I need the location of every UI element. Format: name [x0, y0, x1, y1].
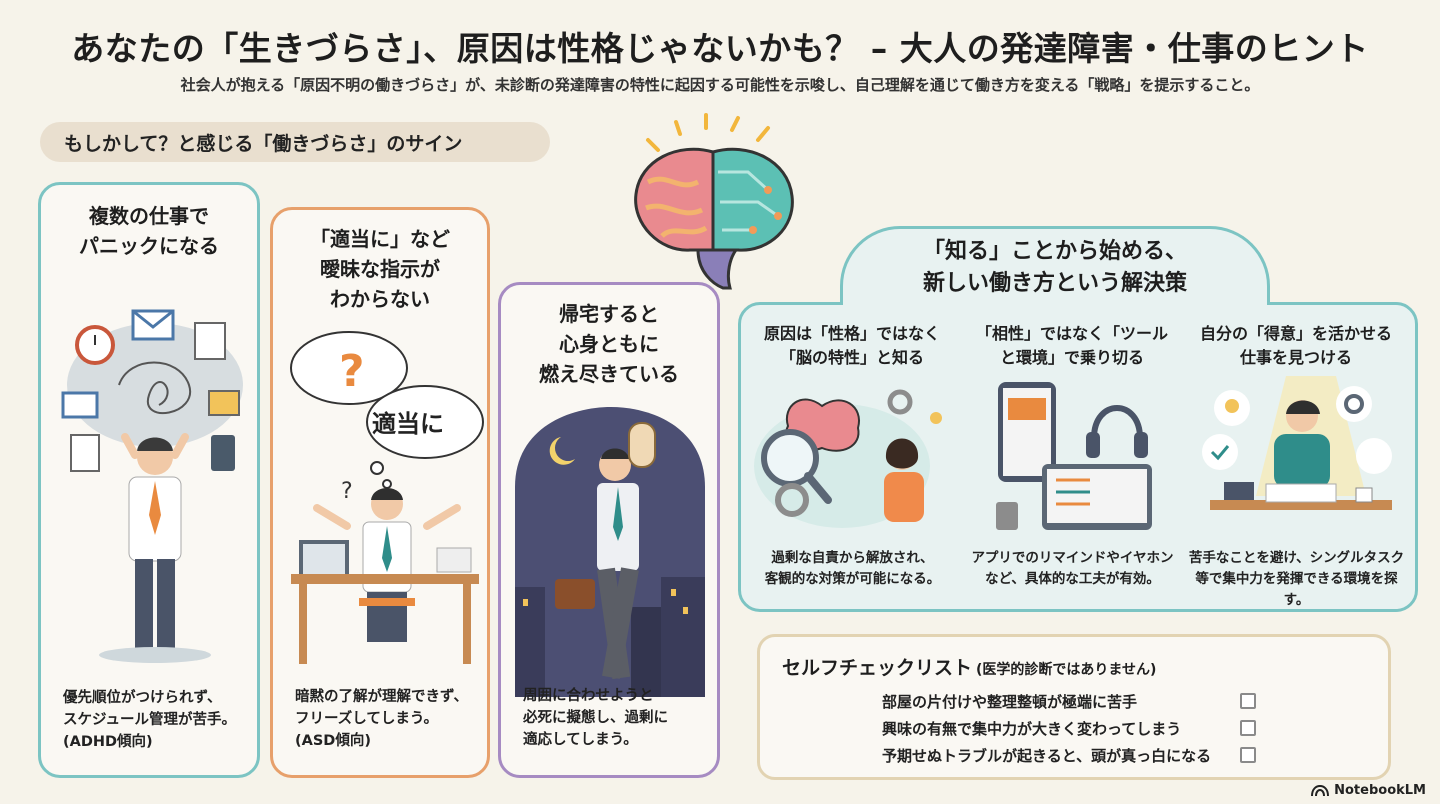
brain-magnifier-illustration — [754, 389, 942, 528]
focus-work-illustration — [1202, 376, 1392, 510]
page-title: あなたの「生きづらさ」、原因は性格じゃないかも？ – 大人の発達障害・仕事のヒン… — [71, 29, 1369, 68]
svg-text:?: ? — [341, 479, 353, 504]
solution-item-title: 自分の「得意」を活かせる 仕事を見つける — [1199, 324, 1392, 367]
checklist-item: 部屋の片付けや整理整頓が極端に苦手 — [882, 693, 1138, 711]
sign-card-desc: 周囲に合わせようと 必死に擬態し、過剰に 適応してしまう。 — [523, 688, 668, 748]
sign-card-title: 「適当に」など 曖昧な指示が わからない — [310, 227, 450, 311]
solution-item-desc: 過剰な自責から解放され、 客観的な対策が可能になる。 — [764, 550, 941, 587]
solution-item-desc: アプリでのリマインドやイヤホン など、具体的な工夫が有効。 — [971, 550, 1174, 587]
sign-card-desc: 暗黙の了解が理解できず、 フリーズしてしまう。 (ASD傾向) — [295, 689, 468, 749]
sign-card-ambiguous: 「適当に」など 曖昧な指示が わからない ? ? 暗黙の了解が理解できず、 フリ… — [270, 207, 490, 778]
brain-illustration — [634, 113, 794, 290]
checklist-item: 興味の有無で集中力が大きく変わってしまう — [882, 720, 1182, 738]
checklist-checkbox[interactable] — [1240, 693, 1256, 709]
signs-heading: もしかして？と感じる「働きづらさ」のサイン — [40, 122, 550, 162]
solution-item-title: 「相性」ではなく「ツール と環境」で乗り切る — [975, 324, 1168, 367]
sign-card-title: 複数の仕事で パニックになる — [79, 204, 219, 258]
sign-card-panic: 複数の仕事で パニックになる 優先順位がつけられず、 スケジュール管理が苦手。 … — [38, 182, 260, 778]
panic-illustration — [61, 309, 243, 663]
brand-badge: NotebookLM — [1311, 783, 1426, 798]
notebooklm-logo-icon — [1311, 784, 1330, 796]
self-checklist: セルフチェックリスト(医学的診断ではありません) 部屋の片付けや整理整頓が極端に… — [757, 634, 1391, 780]
brand-name: NotebookLM — [1334, 783, 1426, 798]
tools-illustration — [996, 382, 1152, 530]
burnout-illustration — [515, 407, 705, 697]
checklist-checkbox[interactable] — [1240, 747, 1256, 763]
checklist-title: セルフチェックリスト(医学的診断ではありません) — [782, 657, 1157, 679]
solution-item-title: 原因は「性格」ではなく 「脳の特性」と知る — [763, 324, 940, 367]
page-subtitle: 社会人が抱える「原因不明の働きづらさ」が、未診断の発達障害の特性に起因する可能性… — [180, 76, 1260, 94]
checklist-note: (医学的診断ではありません) — [976, 662, 1157, 678]
solution-item-desc: 苦手なことを避け、シングルタスク 等で集中力を発揮できる環境を探す。 — [1188, 550, 1405, 608]
sign-card-burnout: 帰宅すると 心身ともに 燃え尽きている 周囲に合わせようと 必死に擬態し、過剰に… — [498, 282, 720, 778]
sign-card-desc: 優先順位がつけられず、 スケジュール管理が苦手。 (ADHD傾向) — [63, 690, 236, 750]
checklist-checkbox[interactable] — [1240, 720, 1256, 736]
speech-bubble-text: 適当に — [372, 410, 444, 438]
confused-illustration: ? ? — [290, 331, 484, 664]
checklist-item: 予期せぬトラブルが起きると、頭が真っ白になる — [882, 747, 1212, 765]
solution-title: 「知る」ことから始める、 新しい働き方という解決策 — [922, 239, 1187, 296]
svg-text:?: ? — [339, 346, 365, 397]
sign-card-title: 帰宅すると 心身ともに 燃え尽きている — [539, 302, 679, 386]
